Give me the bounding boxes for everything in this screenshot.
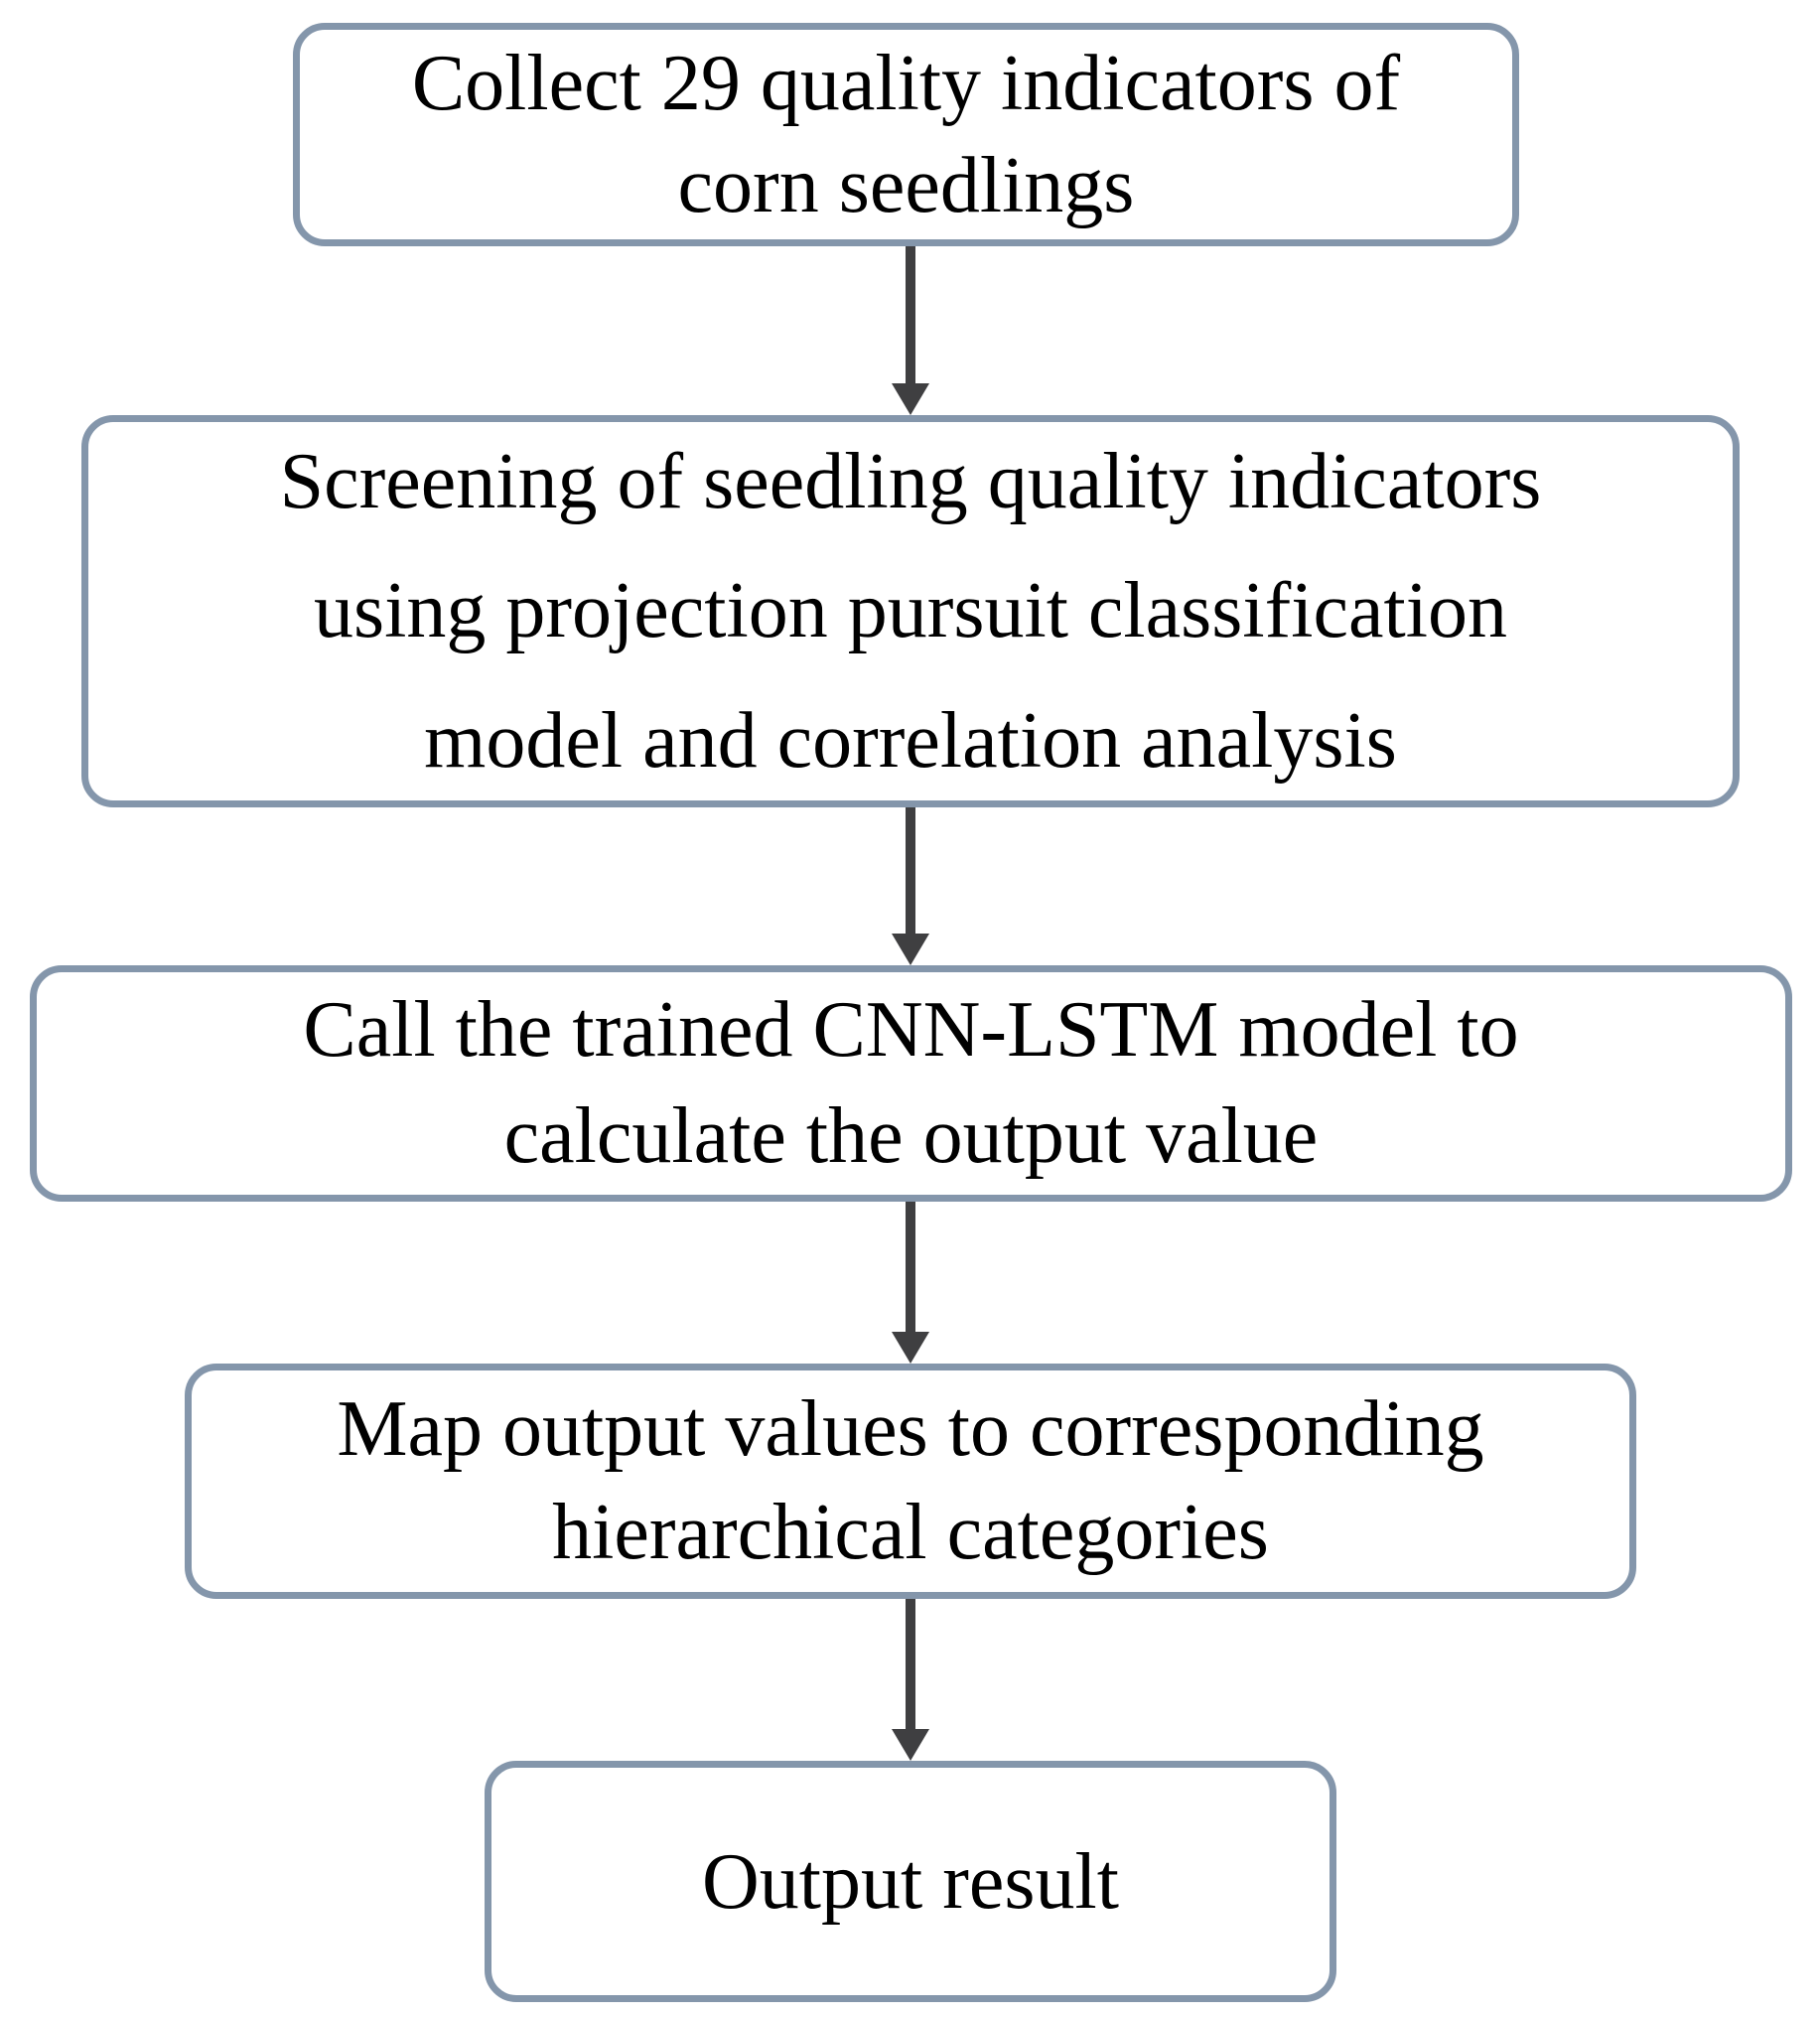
flow-box-label: Screening of seedling quality indicators… xyxy=(279,437,1542,785)
flow-box-label: Output result xyxy=(702,1837,1119,1926)
arrow-head xyxy=(892,1332,929,1364)
arrow-shaft xyxy=(906,807,915,937)
flow-box-call-cnn-lstm: Call the trained CNN-LSTM model to calcu… xyxy=(30,965,1792,1202)
arrow-down-icon xyxy=(892,1599,929,1761)
arrow-down-icon xyxy=(892,246,929,415)
flow-box-label: Collect 29 quality indicators of corn se… xyxy=(411,40,1401,229)
arrow-down-icon xyxy=(892,807,929,965)
arrow-down-icon xyxy=(892,1202,929,1364)
flow-box-screening-indicators: Screening of seedling quality indicators… xyxy=(81,415,1740,807)
arrow-shaft xyxy=(906,1599,915,1733)
flow-box-collect-indicators: Collect 29 quality indicators of corn se… xyxy=(293,23,1519,246)
flow-box-label: Map output values to corresponding hiera… xyxy=(337,1385,1484,1576)
arrow-head xyxy=(892,383,929,415)
arrow-head xyxy=(892,1729,929,1761)
flow-box-map-output-values: Map output values to corresponding hiera… xyxy=(185,1364,1636,1599)
flow-box-output-result: Output result xyxy=(485,1761,1336,2002)
arrow-shaft xyxy=(906,246,915,387)
flow-box-label: Call the trained CNN-LSTM model to calcu… xyxy=(303,985,1519,1180)
arrow-head xyxy=(892,934,929,965)
arrow-shaft xyxy=(906,1202,915,1336)
